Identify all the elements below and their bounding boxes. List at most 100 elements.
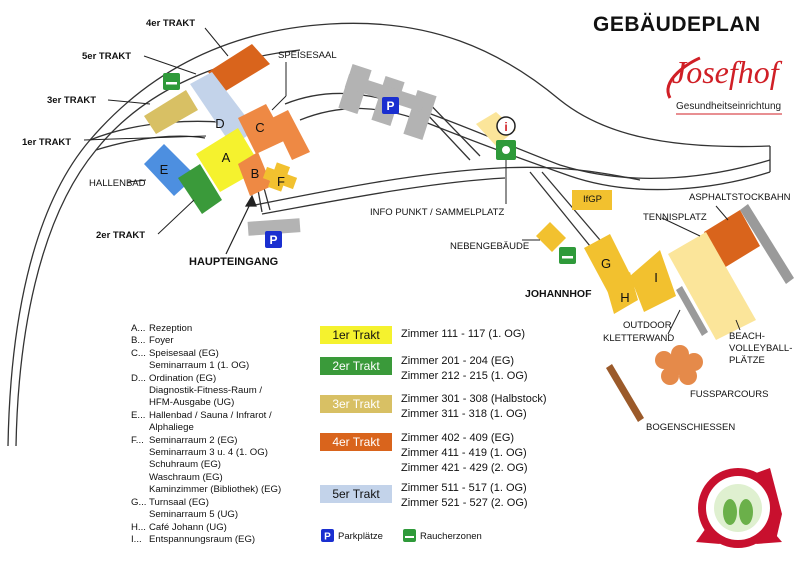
legend-row: Seminarraum 5 (UG) (131, 509, 281, 521)
label-haupteingang: HAUPTEINGANG (189, 256, 279, 268)
building-letter-d: D (215, 116, 225, 131)
legend-row: G...Turnsaal (EG) (131, 497, 281, 509)
legend-text: Foyer (149, 335, 174, 347)
building-ifgp (572, 190, 612, 210)
lower-road (261, 177, 506, 215)
trakt-badge: 4er Trakt (320, 433, 392, 451)
legend-key: F... (131, 434, 144, 446)
legend-row: Seminarraum 3 u. 4 (1. OG) (131, 447, 281, 459)
legend-key: H... (131, 521, 146, 533)
legend-text: Rezeption (149, 323, 193, 334)
trakt-rooms: Zimmer 201 - 204 (EG)Zimmer 212 - 215 (1… (401, 354, 528, 384)
building-c (238, 104, 286, 154)
room-range: Zimmer 521 - 527 (2. OG) (401, 497, 528, 509)
trakt-badge: 2er Trakt (320, 357, 392, 375)
logo-swoosh (666, 56, 701, 99)
svg-text:P: P (386, 99, 394, 113)
quality-seal-icon (696, 468, 782, 548)
legend-row: Waschraum (EG) (131, 472, 281, 484)
building-letter-e: E (159, 162, 169, 177)
legend-text: Seminarraum 1 (1. OG) (149, 360, 250, 372)
legend-text: Speisesaal (EG) (149, 347, 219, 359)
page-title: GEBÄUDEPLAN (593, 13, 761, 36)
building-trakt-4 (208, 44, 270, 92)
label-trakt-1: 1er TRAKT (22, 137, 72, 148)
building-info (476, 112, 516, 146)
legend-row: I...Entspannungsraum (EG) (131, 534, 281, 546)
logo-name: Josefhof (672, 54, 779, 90)
room-range: Zimmer 421 - 429 (2. OG) (401, 462, 528, 474)
building-nebengebaeude (536, 222, 566, 252)
trakt-rooms: Zimmer 111 - 117 (1. OG) (401, 327, 525, 342)
trakt-badge: 5er Trakt (320, 485, 392, 503)
label-trakt-4: 4er TRAKT (146, 18, 196, 29)
legend-text: Seminarraum 2 (EG) (149, 434, 238, 446)
legend-key: I... (131, 533, 142, 545)
label-trakt-5: 5er TRAKT (82, 51, 132, 62)
legend-row: H...Café Johann (UG) (131, 522, 281, 534)
legend-row: Diagnostik-Fitness-Raum / (131, 385, 281, 397)
legend-key: G... (131, 496, 147, 508)
label-nebengebaeude: NEBENGEBÄUDE (450, 241, 530, 252)
building-letter-f: F (277, 174, 285, 189)
building-letter-b: B (250, 166, 260, 181)
legend-text: Hallenbad / Sauna / Infrarot / (149, 409, 272, 421)
assembly-point-icon (496, 140, 516, 160)
building-letter-g: G (600, 256, 612, 271)
room-range: Zimmer 111 - 117 (1. OG) (401, 328, 526, 340)
label-bogenschiessen: BOGENSCHIESSEN (646, 422, 736, 433)
legend-row: Alphaliege (131, 422, 281, 434)
legend-key: D... (131, 372, 146, 384)
label-tennisplatz: TENNISPLATZ (643, 212, 707, 223)
johannhof-road (541, 171, 601, 241)
legend-text: Seminarraum 5 (UG) (149, 509, 239, 521)
label-ifgp: IfGP (583, 194, 603, 205)
parking-lot-entrance (247, 218, 301, 236)
building-letter-h: H (620, 290, 630, 305)
label-hallenbad: HALLENBAD (89, 178, 146, 189)
building-i (630, 250, 676, 312)
legend-row: Seminarraum 1 (1. OG) (131, 360, 281, 372)
legend-text: HFM-Ausgabe (UG) (149, 397, 235, 409)
building-h (606, 272, 638, 314)
info-icon: i (496, 116, 516, 136)
leader-lines (83, 27, 741, 335)
legend-text: Schuhraum (EG) (149, 459, 221, 471)
smoking-area-icon (559, 247, 576, 264)
inner-road (299, 107, 771, 191)
legend-row: D...Ordination (EG) (131, 373, 281, 385)
legend-text: Ordination (EG) (149, 372, 217, 384)
legend-row: C...Speisesaal (EG) (131, 348, 281, 360)
parking-icon: P (382, 97, 399, 114)
label-outdoor: OUTDOOR (623, 320, 672, 331)
room-range: Zimmer 212 - 215 (1. OG) (401, 370, 528, 382)
room-range: Zimmer 402 - 409 (EG) (401, 432, 515, 444)
label-volleyball: VOLLEYBALL- (729, 343, 793, 354)
smoking-area-icon (403, 529, 416, 542)
label-johannhof: JOHANNHOF (525, 288, 592, 300)
label-fussparcours: FUSSPARCOURS (690, 389, 769, 400)
trakt-badge: 3er Trakt (320, 395, 392, 413)
legend-smoking-label: Raucherzonen (420, 531, 482, 542)
room-range: Zimmer 311 - 318 (1. OG) (401, 408, 527, 420)
legend-row: A...Rezeption (131, 323, 281, 335)
trakt-rooms: Zimmer 301 - 308 (Halbstock)Zimmer 311 -… (401, 392, 547, 422)
label-speisesaal: SPEISESAAL (278, 50, 337, 61)
entrance-road (263, 187, 271, 211)
legend-text: Waschraum (EG) (149, 471, 223, 483)
fussparcours (655, 345, 703, 385)
parking-icon: P (265, 231, 282, 248)
kletterwand (676, 286, 708, 336)
legend-text: Alphaliege (149, 422, 194, 434)
legend-row: Kaminzimmer (Bibliothek) (EG) (131, 484, 281, 496)
johannhof-road (529, 171, 591, 247)
legend-parking-label: Parkplätze (338, 531, 383, 542)
bogenschiessen (606, 364, 644, 422)
label-kletterwand: KLETTERWAND (603, 333, 675, 344)
building-speisesaal (272, 110, 310, 160)
svg-text:i: i (504, 120, 507, 134)
building-letter-c: C (255, 120, 265, 135)
building-f (262, 162, 298, 192)
label-plaetze: PLÄTZE (729, 355, 765, 366)
